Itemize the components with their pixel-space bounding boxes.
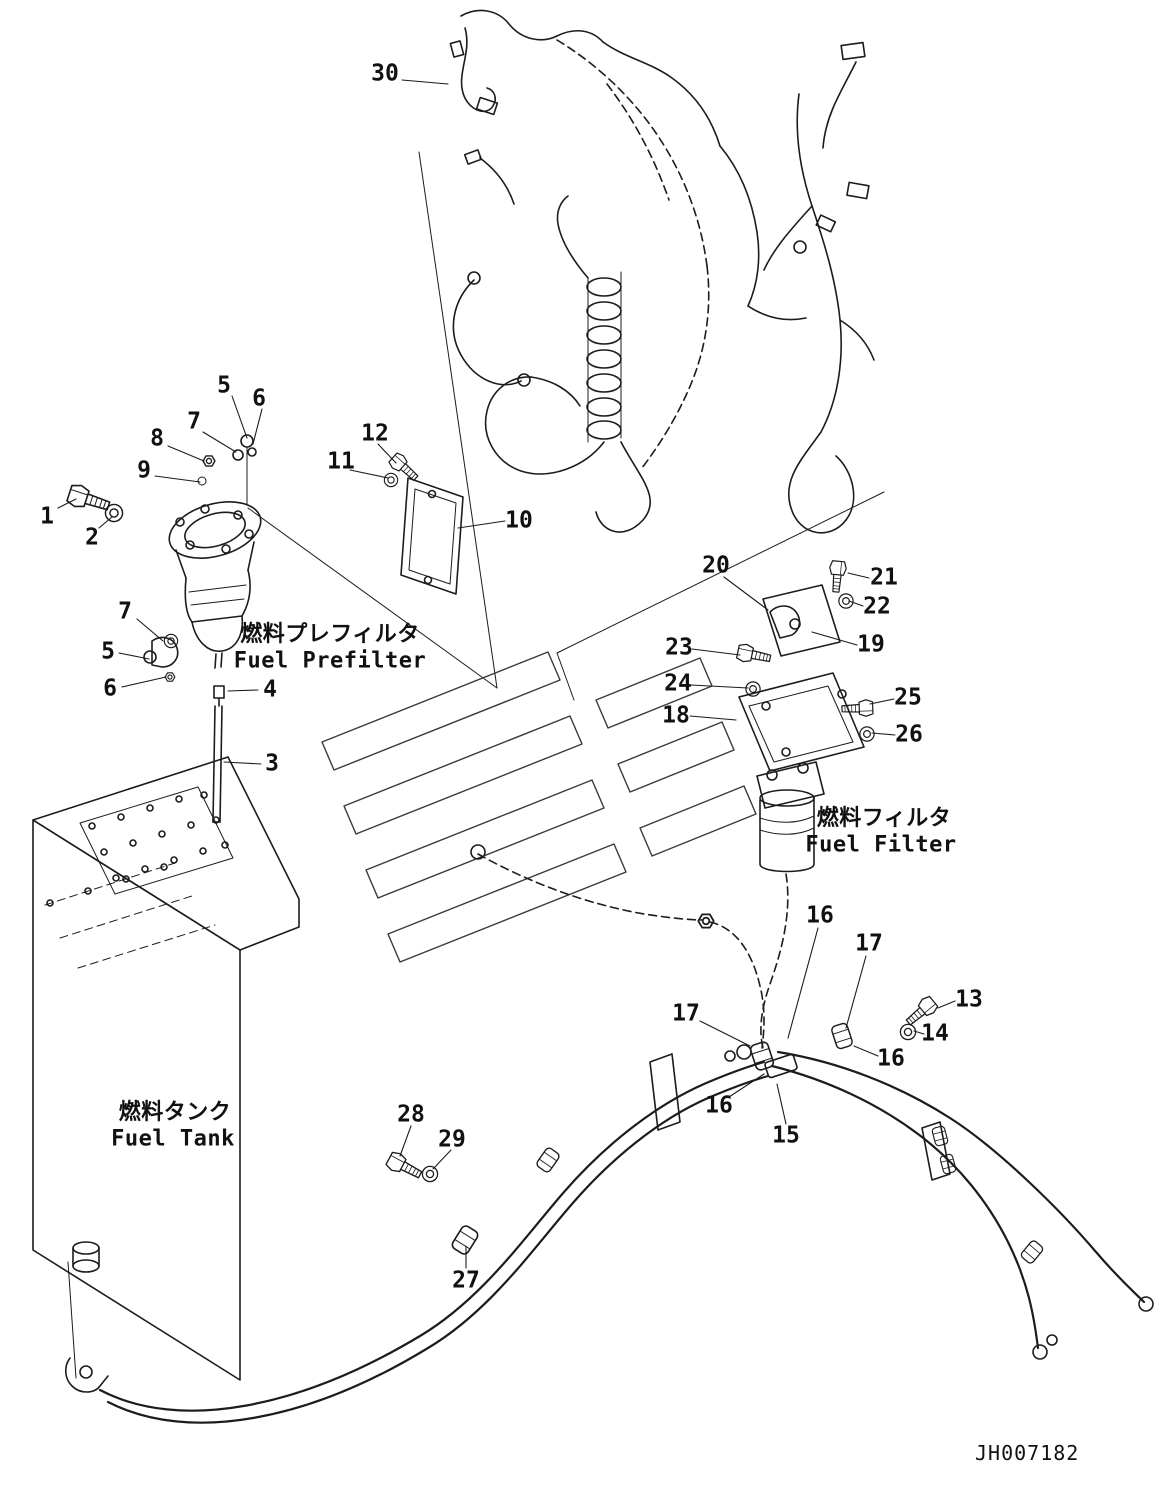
callout-29: 29 <box>438 1126 466 1153</box>
fuel-prefilter-drawing <box>65 434 262 823</box>
callout-18: 18 <box>662 702 690 729</box>
callout-7-upper: 7 <box>187 408 201 435</box>
callout-20: 20 <box>702 552 730 579</box>
drawing-number: JH007182 <box>975 1441 1080 1465</box>
callout-22: 22 <box>863 593 891 620</box>
callout-14: 14 <box>921 1020 949 1047</box>
callout-30: 30 <box>371 60 399 87</box>
label-fuel-prefilter-ja: 燃料プレフィルタ <box>240 622 420 647</box>
callout-23: 23 <box>665 634 693 661</box>
reference-lines <box>247 151 885 701</box>
fuel-lines-drawing <box>98 844 1154 1424</box>
callout-6-upper: 6 <box>252 385 266 412</box>
wiring-harness-drawing <box>449 9 875 534</box>
callout-16-c: 16 <box>705 1092 733 1119</box>
callout-24: 24 <box>664 670 692 697</box>
callout-10: 10 <box>505 507 533 534</box>
label-fuel-prefilter-en: Fuel Prefilter <box>233 648 427 674</box>
callout-leader-lines <box>57 79 956 1269</box>
callout-9: 9 <box>137 457 151 484</box>
label-fuel-filter-en: Fuel Filter <box>805 832 957 858</box>
callout-11: 11 <box>327 448 355 475</box>
fuel-tank-drawing <box>32 756 300 1393</box>
label-fuel-tank-en: Fuel Tank <box>111 1126 235 1152</box>
callout-3: 3 <box>265 750 279 777</box>
callout-27: 27 <box>452 1267 480 1294</box>
callout-7-lower: 7 <box>118 598 132 625</box>
callout-19: 19 <box>857 631 885 658</box>
komatsu-logo-watermark <box>321 651 757 963</box>
label-fuel-filter-ja: 燃料フィルタ <box>816 806 952 831</box>
callout-6-lower: 6 <box>103 675 117 702</box>
callout-2: 2 <box>85 524 99 551</box>
callout-1: 1 <box>40 503 54 530</box>
callout-15: 15 <box>772 1122 800 1149</box>
callout-17-b: 17 <box>672 1000 700 1027</box>
callout-21: 21 <box>870 564 898 591</box>
callout-26: 26 <box>895 721 923 748</box>
label-fuel-tank-ja: 燃料タンク <box>118 1100 232 1125</box>
callout-5-upper: 5 <box>217 372 231 399</box>
callout-16-b: 16 <box>877 1045 905 1072</box>
callout-17-a: 17 <box>855 930 883 957</box>
fuel-filter-drawing <box>735 559 875 873</box>
callout-12: 12 <box>361 420 389 447</box>
callout-4: 4 <box>263 676 277 703</box>
callout-8: 8 <box>150 425 164 452</box>
callout-13: 13 <box>955 986 983 1013</box>
callout-16-a: 16 <box>806 902 834 929</box>
callout-5-lower: 5 <box>101 638 115 665</box>
callout-28: 28 <box>397 1101 425 1128</box>
callout-25: 25 <box>894 684 922 711</box>
controller-bracket-drawing <box>383 450 464 595</box>
